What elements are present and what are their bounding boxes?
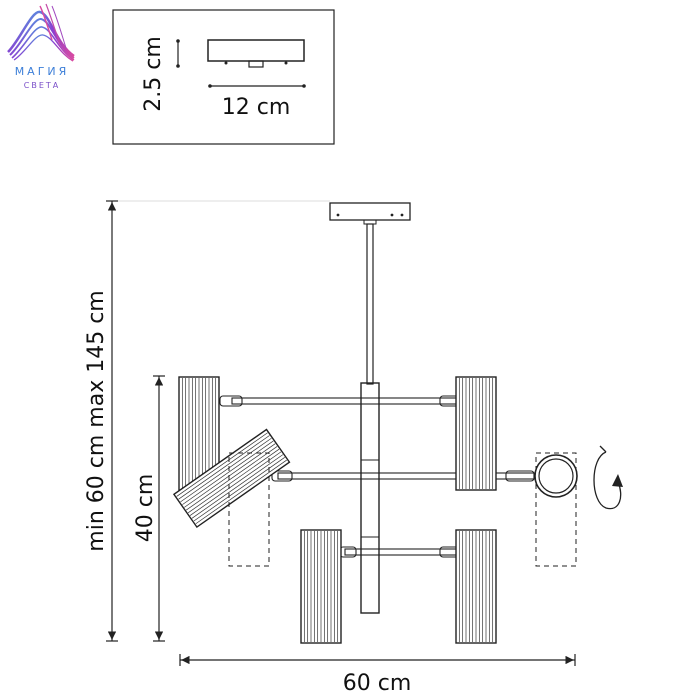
- bottom-arm: [339, 546, 469, 558]
- shade-bottom-left: [300, 529, 342, 644]
- width-label: 60 cm: [343, 671, 412, 696]
- rotate-arrow-icon: [593, 445, 623, 510]
- ceiling-canopy: [329, 202, 411, 221]
- shade-tilted: [172, 428, 291, 529]
- brand-wave-icon: [7, 3, 75, 62]
- brand-logo: МАГИЯ СВЕТА: [7, 3, 75, 90]
- canopy-plate: [207, 39, 305, 62]
- canopy-inset: 2.5 cm 12 cm: [112, 9, 335, 145]
- chandelier-drawing: [172, 202, 623, 644]
- shade-bottom-right: [455, 529, 497, 644]
- top-arm: [219, 395, 469, 407]
- rotation-outline-right: [535, 452, 577, 567]
- brand-name: МАГИЯ: [15, 65, 70, 78]
- inset-height-label: 2.5 cm: [141, 36, 166, 112]
- rotation-outline-left: [228, 452, 270, 567]
- middle-arm: [271, 470, 535, 482]
- overall-height-label: min 60 cm max 145 cm: [84, 290, 109, 551]
- inset-width-label: 12 cm: [222, 95, 291, 120]
- central-column: [360, 382, 380, 614]
- overall-height-dimension: min 60 cm max 145 cm: [84, 200, 330, 642]
- brand-tagline: СВЕТА: [24, 81, 61, 90]
- shade-top-right: [455, 376, 497, 491]
- front-facing-shade: [534, 454, 578, 498]
- body-height-dimension: 40 cm: [133, 375, 165, 642]
- body-height-label: 40 cm: [133, 474, 158, 543]
- canopy-mount: [248, 60, 264, 68]
- width-dimension: 60 cm: [179, 654, 576, 696]
- suspension-rod: [366, 223, 374, 385]
